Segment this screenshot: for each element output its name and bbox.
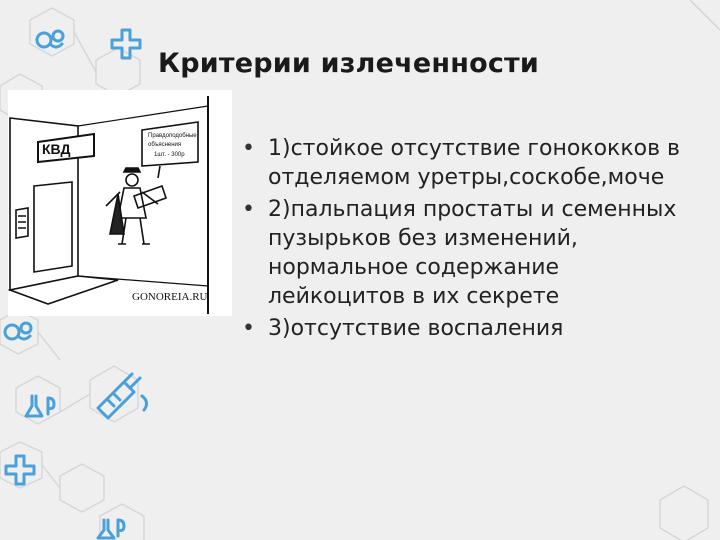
placard-line: 1шт. - 300р [154,152,185,158]
bullet-text: 3)отсутствие воспаления [268,316,564,341]
plus-icon [4,454,36,486]
bullet-text: 1)стойкое отсутствие гонококков в отделя… [268,136,681,190]
bullet-item: • 1)стойкое отсутствие гонококков в отде… [240,134,700,192]
bullet-marker: • [242,197,255,222]
bullet-item: • 3)отсутствие воспаления [240,314,700,343]
plus-icon [110,28,142,60]
flask-icon [96,518,126,540]
syringe-icon [96,372,149,420]
placard-line: Правдоподобные [148,133,197,139]
cartoon-illustration: КВД Правдоподобные объяснения 1шт. - 300… [8,90,232,316]
bullet-text: 2)пальпация простаты и семенных пузырько… [268,197,677,309]
bullet-list: • 1)стойкое отсутствие гонококков в отде… [240,134,700,346]
bullet-marker: • [242,316,255,341]
molecule-icon [35,29,65,49]
cartoon-sign: КВД [42,141,70,157]
flask-icon [24,394,56,418]
watermark: GONOREIA.RU [132,291,208,303]
slide-title: Критерии излеченности [158,48,540,79]
molecule-icon [3,321,33,341]
bullet-item: • 2)пальпация простаты и семенных пузырь… [240,195,700,311]
placard-line: объяснения [148,142,181,148]
bullet-marker: • [242,136,255,161]
